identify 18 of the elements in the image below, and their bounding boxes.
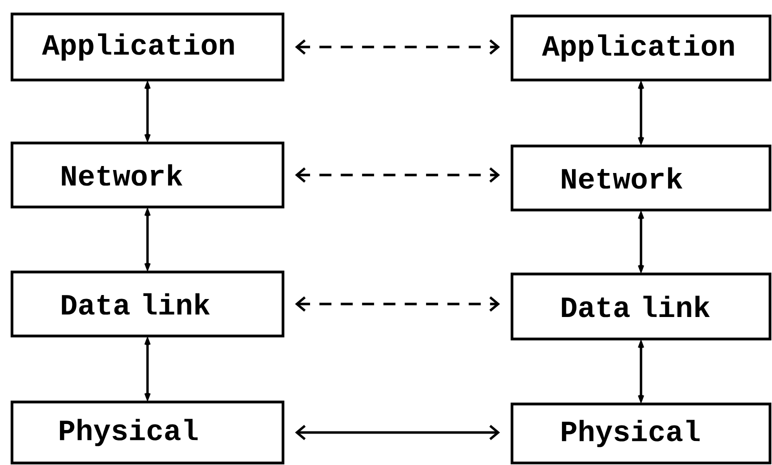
layer-box: Physical	[510, 402, 772, 464]
arrow	[638, 210, 644, 274]
layer-box: Application	[10, 12, 284, 82]
arrow	[295, 424, 500, 440]
layer-box: Application	[510, 14, 772, 82]
arrow	[295, 296, 500, 312]
arrow	[638, 80, 644, 146]
arrow	[144, 80, 151, 143]
arrow	[295, 167, 500, 183]
layer-box: Data link	[510, 272, 772, 340]
arrow	[295, 39, 500, 55]
layer-box: Network	[10, 142, 284, 208]
layer-box: Physical	[10, 400, 284, 464]
arrow	[638, 339, 644, 404]
arrow	[144, 336, 151, 402]
arrow	[144, 207, 151, 272]
layer-box: Network	[510, 144, 772, 212]
layer-box: Data link	[10, 270, 284, 338]
